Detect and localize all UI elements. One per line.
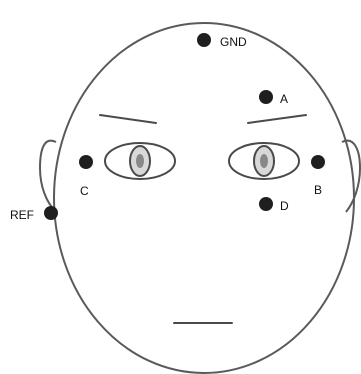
electrode-a-label: A xyxy=(280,92,288,106)
electrode-ref xyxy=(44,206,58,220)
electrode-c xyxy=(79,155,93,169)
electrode-gnd xyxy=(197,33,211,47)
electrode-b-label: B xyxy=(314,183,322,197)
right-eye xyxy=(229,143,299,179)
right-eyebrow xyxy=(248,115,306,123)
electrode-b xyxy=(311,155,325,169)
electrode-d-label: D xyxy=(280,199,289,213)
electrode-ref-label: REF xyxy=(10,208,34,222)
electrode-gnd-label: GND xyxy=(220,35,247,49)
left-eye xyxy=(105,143,175,179)
right-ear xyxy=(342,141,360,212)
left-eyebrow xyxy=(100,115,156,123)
electrode-d xyxy=(259,197,273,211)
electrode-c-label: C xyxy=(80,184,89,198)
head-outline xyxy=(54,23,354,373)
electrode-a xyxy=(259,90,273,104)
